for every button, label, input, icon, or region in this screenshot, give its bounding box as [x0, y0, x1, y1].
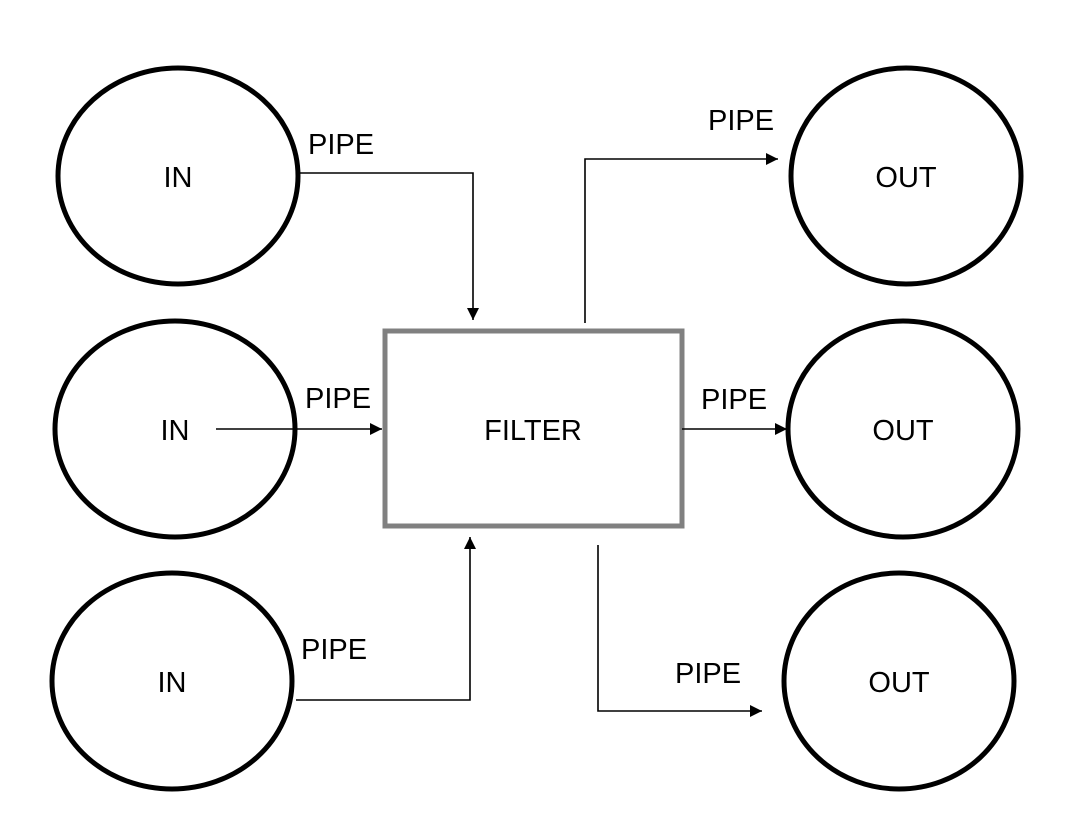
- output-node-1-label: OUT: [875, 162, 937, 194]
- output-node-1[interactable]: OUT: [788, 65, 1024, 287]
- pipe-label-input-1: PIPE: [308, 129, 374, 161]
- filter-box: [382, 328, 685, 529]
- input-node-2-label: IN: [161, 415, 190, 447]
- pipe-label-output-1: PIPE: [708, 105, 774, 137]
- input-node-1-circle: [55, 65, 301, 287]
- filter-node[interactable]: FILTER: [382, 328, 685, 529]
- pipe-label-input-3: PIPE: [301, 634, 367, 666]
- input-node-3-label: IN: [158, 667, 187, 699]
- output-node-3-label: OUT: [868, 667, 930, 699]
- filter-label: FILTER: [484, 415, 582, 447]
- output-node-2-label: OUT: [872, 415, 934, 447]
- pipe-edge-input-3-to-filter: [296, 537, 476, 701]
- output-node-1-circle: [788, 65, 1024, 287]
- output-node-3-circle: [781, 570, 1017, 792]
- input-node-3[interactable]: IN: [49, 570, 295, 792]
- input-node-3-circle: [49, 570, 295, 792]
- pipe-label-input-2: PIPE: [305, 383, 371, 415]
- input-node-1-label: IN: [164, 162, 193, 194]
- pipe-label-output-3: PIPE: [675, 658, 741, 690]
- output-node-3[interactable]: OUT: [781, 570, 1017, 792]
- output-node-2[interactable]: OUT: [785, 318, 1021, 540]
- pipe-edge-input-1-to-filter: [300, 172, 479, 320]
- output-node-2-circle: [785, 318, 1021, 540]
- pipe-edge-filter-to-output-3: [597, 545, 762, 717]
- input-node-1[interactable]: IN: [55, 65, 301, 287]
- pipe-label-output-2: PIPE: [701, 384, 767, 416]
- pipe-edge-filter-to-output-1: [584, 153, 778, 323]
